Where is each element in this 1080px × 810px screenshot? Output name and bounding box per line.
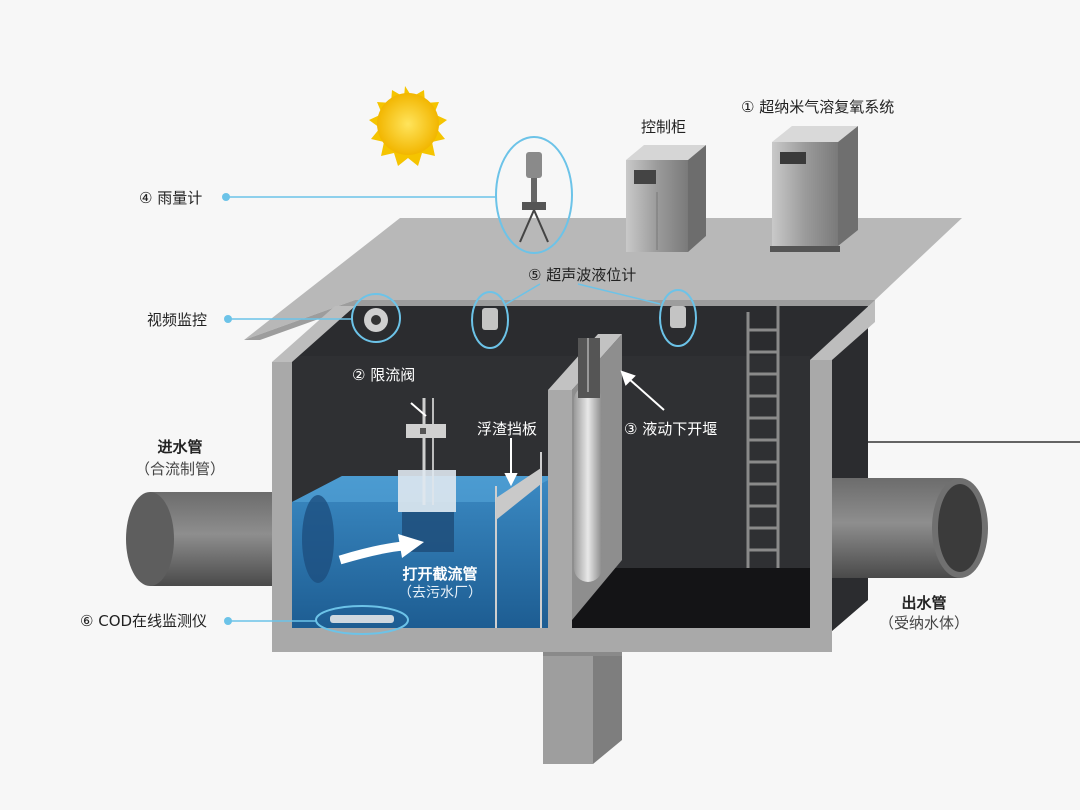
outlet-pipe xyxy=(832,478,988,578)
ultrasonic-sensor-right xyxy=(659,289,697,347)
callout-arrows xyxy=(410,370,665,487)
label-nano-aeration-system: ① 超纳米气溶复氧系统 xyxy=(741,98,895,116)
label-intercept-pipe-sub: （去污水厂） xyxy=(398,585,482,601)
label-video-monitoring: 视频监控 xyxy=(147,311,208,329)
hydraulic-weir xyxy=(574,338,602,582)
access-ladder xyxy=(746,306,780,568)
label-inlet-pipe: 进水管 xyxy=(157,438,203,456)
label-ultrasonic-level-meter: ⑤ 超声波液位计 xyxy=(528,266,637,284)
label-hydraulic-weir: ③ 液动下开堰 xyxy=(624,420,718,438)
nano-aeration-unit xyxy=(770,126,858,252)
label-flow-limit-valve: ② 限流阀 xyxy=(352,366,416,384)
inlet-pipe xyxy=(126,492,334,586)
label-intercept-pipe: 打开截流管 xyxy=(402,565,478,583)
label-outlet-pipe: 出水管 xyxy=(901,594,947,612)
label-cod-monitor: ⑥ COD在线监测仪 xyxy=(80,612,208,630)
sun-icon xyxy=(369,86,447,166)
control-cabinet xyxy=(626,145,706,252)
cod-monitor-probe xyxy=(315,605,409,635)
flow-arrow xyxy=(338,534,424,565)
video-camera xyxy=(351,293,401,343)
label-outlet-pipe-sub: （受纳水体） xyxy=(878,614,970,632)
leader-lines xyxy=(226,196,661,622)
label-inlet-pipe-sub: （合流制管） xyxy=(134,460,226,478)
rain-gauge xyxy=(495,136,573,254)
label-rain-gauge: ④ 雨量计 xyxy=(139,189,203,207)
label-scum-baffle: 浮渣挡板 xyxy=(477,420,538,438)
ultrasonic-sensor-left xyxy=(471,291,509,349)
label-control-cabinet: 控制柜 xyxy=(641,118,687,136)
scum-baffle xyxy=(495,452,542,628)
